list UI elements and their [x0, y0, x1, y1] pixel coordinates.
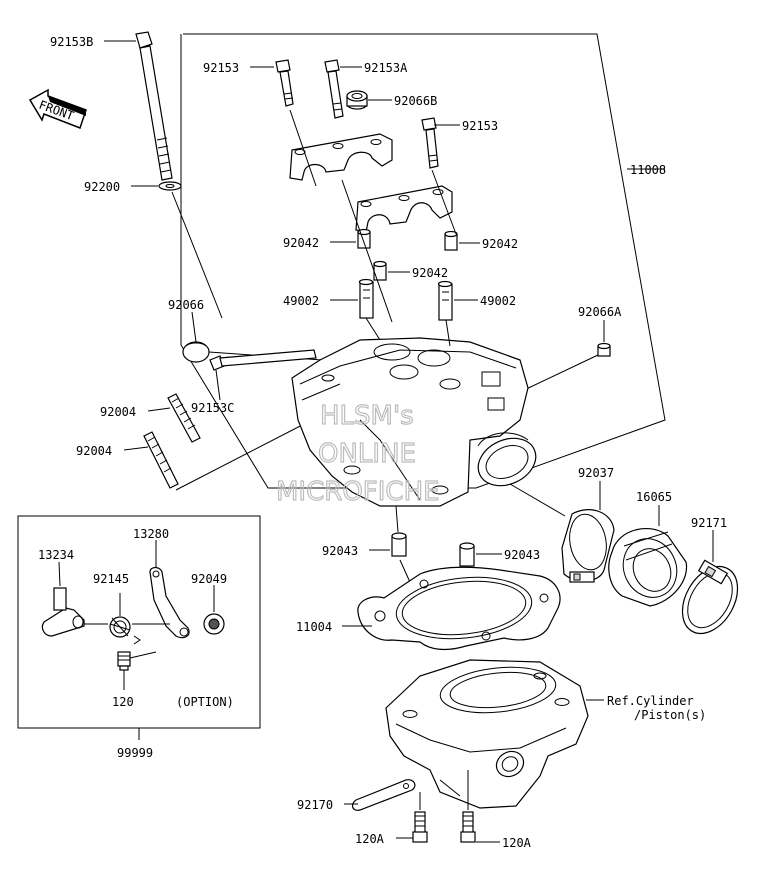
label-92153-mid: 92153 — [462, 119, 498, 133]
gasket-11004 — [357, 566, 561, 651]
guide-49002-right — [437, 280, 453, 321]
center-line-a — [341, 179, 393, 323]
label-92043-right: 92043 — [504, 548, 540, 562]
intake-holder-16065 — [608, 527, 688, 607]
plug-92066b — [346, 90, 368, 110]
label-92042-center: 92042 — [412, 266, 448, 280]
label-92153-top: 92153 — [203, 61, 239, 75]
center-line-92200 — [171, 191, 223, 319]
center-line-d — [445, 319, 451, 347]
label-16065: 16065 — [636, 490, 672, 504]
leader-92153c — [215, 369, 221, 401]
label-ref-cylinder: Ref.Cylinder — [607, 694, 694, 708]
center-line-intake — [509, 483, 566, 517]
plug-92066 — [182, 341, 210, 363]
label-92049: 92049 — [191, 572, 227, 586]
watermark-line1: HLSM's — [320, 401, 414, 431]
camshaft-cap-upper — [289, 133, 393, 181]
label-ref-piston: /Piston(s) — [634, 708, 706, 722]
bolt-120a-right — [460, 811, 476, 843]
center-line-120 — [129, 651, 157, 659]
center-line-c — [431, 169, 457, 235]
label-120: 120 — [112, 695, 134, 709]
center-line-92043a — [395, 505, 399, 533]
assembly-outline — [180, 33, 666, 489]
bolt-92153b — [135, 31, 173, 181]
cylinder-block — [385, 659, 589, 809]
label-92153c: 92153C — [191, 401, 234, 415]
label-92066b: 92066B — [394, 94, 437, 108]
label-11004: 11004 — [296, 620, 332, 634]
label-120a-right: 120A — [502, 836, 532, 850]
label-92004-bottom: 92004 — [76, 444, 112, 458]
bolt-120a-left — [412, 811, 428, 843]
center-line-e — [365, 317, 381, 341]
dowel-92042-right — [444, 230, 458, 251]
leader-92004-bottom — [123, 446, 149, 451]
label-92043-left: 92043 — [322, 544, 358, 558]
label-92170: 92170 — [297, 798, 333, 812]
center-line-b — [289, 109, 317, 187]
camshaft-cap-lower — [355, 185, 453, 233]
sensor-13234 — [41, 587, 85, 637]
washer-92200 — [158, 181, 182, 191]
stud-92004-lower — [143, 431, 179, 489]
label-92153a: 92153A — [364, 61, 408, 75]
center-line-92004 — [175, 421, 309, 491]
seal-92049 — [203, 613, 225, 635]
stud-92004-upper — [167, 393, 201, 443]
cylinder-head — [291, 337, 537, 507]
leader-13234 — [58, 561, 61, 587]
lever-13280 — [149, 566, 190, 639]
dowel-92043-right — [459, 542, 475, 567]
watermark-line3: MICROFICHE — [276, 477, 440, 507]
clamp-92037 — [561, 509, 615, 583]
watermark-line2: ONLINE — [318, 439, 416, 469]
label-120a-left: 120A — [355, 832, 385, 846]
guide-49002-left — [358, 278, 374, 319]
bolt-92153a — [324, 59, 344, 119]
label-49002-right: 49002 — [480, 294, 516, 308]
label-92042-right: 92042 — [482, 237, 518, 251]
label-13234: 13234 — [38, 548, 74, 562]
bolt-120 — [117, 651, 131, 671]
label-92145: 92145 — [93, 572, 129, 586]
leader-92066 — [191, 311, 197, 343]
label-13280: 13280 — [133, 527, 169, 541]
label-92042-left: 92042 — [283, 236, 319, 250]
label-92004-top: 92004 — [100, 405, 136, 419]
label-92153b: 92153B — [50, 35, 93, 49]
front-arrow-icon: FRONT — [28, 88, 87, 129]
bolt-92153-right — [421, 117, 439, 169]
label-92037: 92037 — [578, 466, 614, 480]
label-99999: 99999 — [117, 746, 153, 760]
clamp-92171 — [681, 559, 739, 635]
bolt-92153-left — [275, 59, 294, 107]
label-92066a: 92066A — [578, 305, 622, 319]
plate-92170 — [351, 779, 416, 811]
spring-92145 — [109, 616, 131, 638]
cap-92066a — [597, 342, 611, 357]
label-49002-left: 49002 — [283, 294, 319, 308]
label-92171: 92171 — [691, 516, 727, 530]
dowel-92042-center — [373, 260, 387, 281]
label-92200: 92200 — [84, 180, 120, 194]
leader-92004-top — [147, 407, 171, 412]
dowel-92042-left — [357, 228, 371, 249]
link-mark — [133, 635, 141, 645]
bolt-92153c — [209, 349, 317, 371]
dowel-92043-left — [391, 532, 407, 557]
label-11008: 11008 — [630, 163, 666, 177]
label-option: (OPTION) — [176, 695, 234, 709]
label-92066: 92066 — [168, 298, 204, 312]
center-line-92066a — [519, 354, 599, 393]
